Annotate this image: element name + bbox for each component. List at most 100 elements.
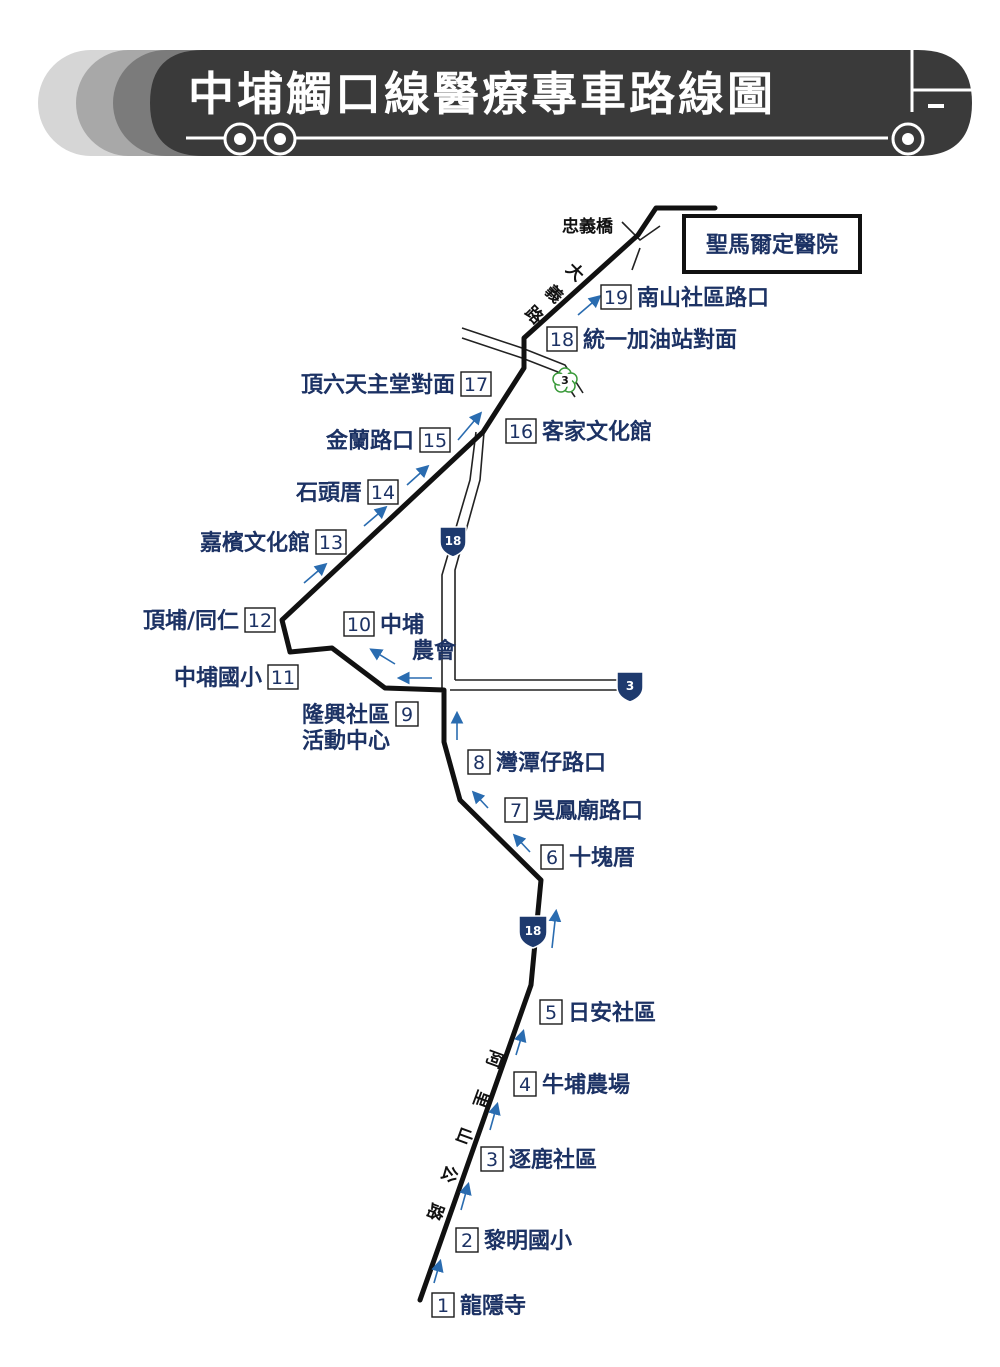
arrow-icon xyxy=(514,1028,527,1056)
svg-text:3: 3 xyxy=(626,679,634,693)
stop-name: 頂六天主堂對面 xyxy=(301,373,455,398)
wheel-icon xyxy=(223,122,257,156)
stop-name: 中埔 xyxy=(380,612,424,638)
road-char: 阿 xyxy=(481,1047,506,1070)
stop-name: 客家文化館 xyxy=(542,419,652,445)
stop-number: 14 xyxy=(371,482,395,504)
stop-name: 隆興社區 xyxy=(302,702,390,728)
wheel-icon xyxy=(891,122,925,156)
stop-number-box xyxy=(504,797,528,823)
road-char: 山 xyxy=(451,1124,476,1147)
svg-text:18: 18 xyxy=(445,534,462,548)
stop-number: 16 xyxy=(509,421,533,443)
stop-number-box xyxy=(539,999,563,1025)
stop-name: 農會 xyxy=(412,638,457,664)
arrow-icon xyxy=(548,908,562,949)
stop-number-box xyxy=(244,607,276,633)
destination-hospital: 聖馬爾定醫院 xyxy=(682,214,862,274)
road-label-dayi: 大 義 路 xyxy=(520,259,588,330)
arrow-icon xyxy=(303,562,328,584)
stop-number: 9 xyxy=(401,704,413,726)
stop-number-box xyxy=(513,1071,537,1097)
stop-name: 中埔國小 xyxy=(174,665,262,691)
stop-number: 12 xyxy=(248,610,272,632)
header-banner: 中埔觸口線醫療專車路線圖 xyxy=(38,50,972,156)
stop-number-box xyxy=(367,479,399,505)
stop-number-box xyxy=(431,1292,455,1318)
stop-name: 十塊厝 xyxy=(569,845,635,871)
stop-name: 頂埔/同仁 xyxy=(143,608,239,634)
arrow-icon xyxy=(363,505,388,527)
stop-number-box xyxy=(460,371,492,397)
stop-17: 17 頂六天主堂對面 xyxy=(301,371,492,398)
arrow-icon xyxy=(577,294,602,316)
stop-number: 6 xyxy=(546,847,558,869)
road-char: 路 xyxy=(520,302,548,330)
stop-name: 逐鹿社區 xyxy=(509,1147,597,1173)
main-route-line xyxy=(279,205,718,1303)
stop-16: 16 客家文化館 xyxy=(505,418,652,445)
stop-name: 牛埔農場 xyxy=(542,1072,630,1098)
stop-name: 灣潭仔路口 xyxy=(496,750,606,776)
stop-name: 活動中心 xyxy=(302,729,390,754)
arrow-icon xyxy=(512,833,531,853)
stop-name: 日安社區 xyxy=(568,1000,656,1026)
stop-19: 19 南山社區路口 xyxy=(600,284,769,311)
highway-18-shield-icon: 18 xyxy=(439,526,467,558)
hwy18-branch-right-edge xyxy=(454,431,485,680)
stop-number: 18 xyxy=(550,329,574,351)
bridge-line-a xyxy=(621,221,661,242)
stop-name: 統一加油站對面 xyxy=(583,327,737,353)
stop-number-box xyxy=(480,1146,504,1172)
stop-name: 南山社區路口 xyxy=(637,285,769,311)
arrow-icon xyxy=(406,464,430,486)
highway-18-shield-icon: 18 xyxy=(518,915,548,949)
bridge-label: 忠義橋 xyxy=(562,216,614,237)
stop-number-box xyxy=(267,664,299,690)
stop-number: 11 xyxy=(271,667,295,689)
stop-number: 5 xyxy=(545,1002,557,1024)
stop-number: 8 xyxy=(473,752,485,774)
stop-11: 11 中埔國小 xyxy=(174,664,299,691)
stop-name: 金蘭路口 xyxy=(325,428,414,454)
stop-number: 10 xyxy=(347,614,371,636)
arrow-icon xyxy=(457,411,483,441)
stop-number: 2 xyxy=(461,1230,473,1252)
banner-headlight xyxy=(928,104,944,108)
highway-3-shield-icon: 3 xyxy=(616,671,644,703)
stop-18: 18 統一加油站對面 xyxy=(546,326,737,353)
stop-number: 1 xyxy=(437,1295,449,1317)
banner-body xyxy=(150,50,972,156)
direction-arrows xyxy=(303,294,602,1284)
provincial-3-flower-icon: 3 xyxy=(552,367,578,393)
road-char: 路 xyxy=(422,1200,448,1224)
stop-number-box xyxy=(343,611,375,637)
stop-2: 2 黎明國小 xyxy=(455,1227,572,1254)
stop-number-box xyxy=(455,1227,479,1253)
stop-number-box xyxy=(315,529,347,555)
page-title: 中埔觸口線醫療專車路線圖 xyxy=(188,67,776,121)
road-char: 里 xyxy=(468,1087,493,1110)
stop-12: 12 頂埔/同仁 xyxy=(143,607,276,634)
stop-number: 15 xyxy=(423,430,447,452)
stop-number: 17 xyxy=(464,374,488,396)
stop-8: 8 灣潭仔路口 xyxy=(467,749,606,776)
destination-label: 聖馬爾定醫院 xyxy=(706,232,838,258)
stop-6: 6 十塊厝 xyxy=(540,844,635,871)
svg-text:18: 18 xyxy=(525,924,542,938)
stop-number-box xyxy=(505,418,537,444)
stop-number-box xyxy=(395,701,419,727)
stop-number: 3 xyxy=(486,1149,498,1171)
stop-number: 19 xyxy=(604,287,628,309)
arrow-icon xyxy=(431,1258,444,1284)
stop-name: 嘉檳文化館 xyxy=(200,530,310,556)
arrow-icon xyxy=(459,1181,472,1211)
stop-number-box xyxy=(540,844,564,870)
svg-text:3: 3 xyxy=(561,374,569,387)
stop-name: 黎明國小 xyxy=(484,1228,572,1254)
